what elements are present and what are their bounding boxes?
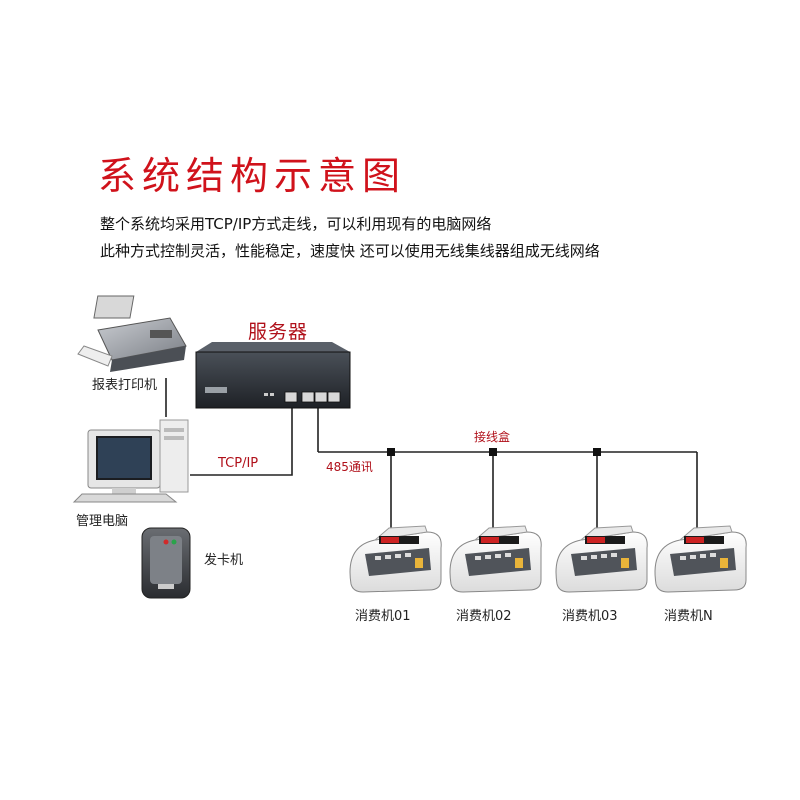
terminal-label-03: 消费机03	[562, 609, 618, 624]
computer-icon	[72, 419, 189, 503]
terminal-N-icon	[654, 525, 747, 593]
server-label: 服务器	[248, 321, 309, 343]
terminal-label-02: 消费机02	[456, 609, 512, 624]
computer-label: 管理电脑	[76, 514, 129, 529]
tcpip-label: TCP/IP	[218, 456, 259, 471]
junction-node-02	[489, 448, 497, 456]
connection-lines	[165, 378, 698, 528]
card-reader-icon	[141, 527, 191, 599]
ethernet-ports	[284, 391, 341, 403]
card-issuer-label: 发卡机	[204, 553, 244, 568]
terminal-label-N: 消费机N	[664, 609, 713, 624]
description-line-2: 此种方式控制灵活，性能稳定，速度快 还可以使用无线集线器组成无线网络	[100, 242, 600, 260]
description-line-1: 整个系统均采用TCP/IP方式走线，可以利用现有的电脑网络	[100, 215, 492, 233]
diagram-title: 系统结构示意图	[98, 154, 407, 198]
junction-node-03	[593, 448, 601, 456]
rs485-label: 485通讯	[326, 460, 373, 474]
printer-label: 报表打印机	[92, 378, 158, 393]
terminal-03-icon	[555, 525, 648, 593]
terminal-01-icon	[349, 525, 442, 593]
terminal-label-01: 消费机01	[355, 609, 411, 624]
computer-to-server-line	[190, 398, 293, 476]
junction-node-01	[387, 448, 395, 456]
junction-nodes	[387, 448, 601, 456]
junction-box-label: 接线盒	[474, 430, 511, 444]
server-icon	[195, 342, 351, 409]
terminal-02-icon	[449, 525, 542, 593]
printer-icon	[77, 295, 187, 372]
